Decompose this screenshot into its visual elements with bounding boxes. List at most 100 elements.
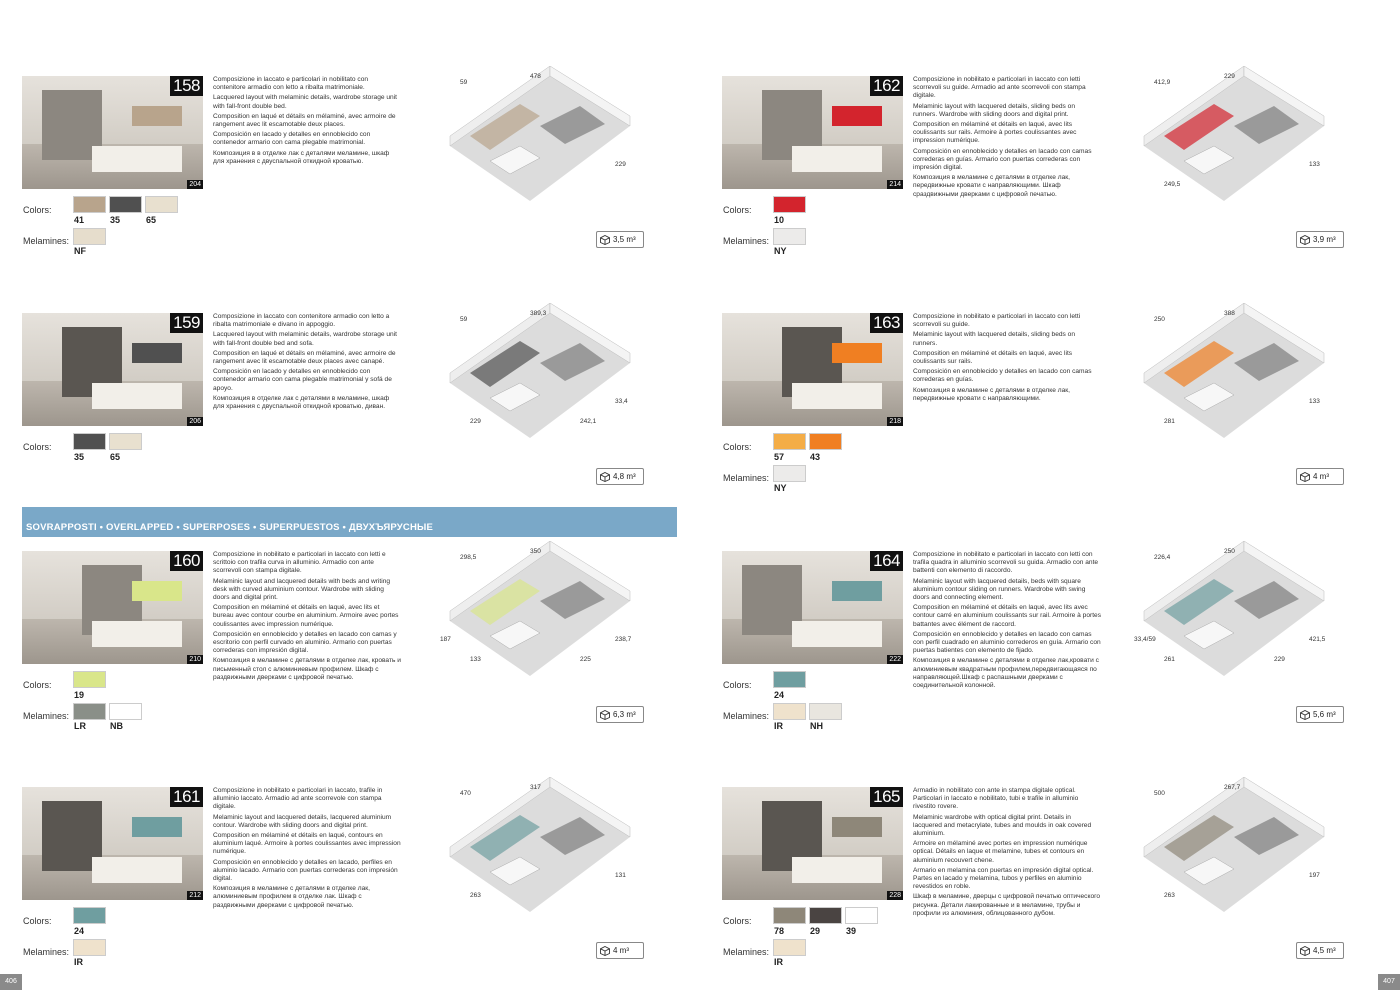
melamine-swatch-IR[interactable] (773, 939, 806, 956)
dimension-label: 470 (460, 790, 471, 797)
description-lang-1: Lacquered layout with melaminic details,… (213, 94, 397, 110)
volume-badge: 5,6 m³ (1296, 706, 1344, 723)
melamine-code: NY (774, 483, 787, 493)
color-swatch-24[interactable] (773, 671, 806, 688)
melamine-swatch-NB[interactable] (109, 703, 142, 720)
description-lang-0: Composizione in nobilitato e particolari… (213, 551, 386, 575)
melamine-swatch-IR[interactable] (73, 939, 106, 956)
melamine-code: IR (774, 957, 783, 967)
description-lang-2: Composition en mélaminé et détails en la… (913, 121, 1077, 145)
description-lang-3: Composición en ennoblecido y detalles en… (213, 858, 398, 883)
color-swatch-65[interactable] (109, 433, 142, 450)
dimension-label: 261 (1164, 656, 1175, 663)
color-swatch-39[interactable] (845, 907, 878, 924)
color-swatch-24[interactable] (73, 907, 106, 924)
product-description: Composizione in laccato con contenitore … (213, 313, 401, 413)
color-swatch-41[interactable] (73, 196, 106, 213)
melamine-code: NH (810, 721, 823, 731)
dimension-label: 298,5 (460, 554, 477, 561)
color-swatch-29[interactable] (809, 907, 842, 924)
dimension-label: 389,3 (530, 310, 547, 317)
color-code: 65 (146, 215, 157, 225)
product-number: 160 (170, 551, 203, 571)
description-lang-2: Composition en mélaminé et détails en la… (913, 349, 1073, 366)
dimension-label: 226,4 (1154, 554, 1171, 561)
colors-label: Colors: (723, 916, 752, 926)
description-lang-1: Lacquered layout with melaminic details,… (213, 331, 397, 347)
description-lang-0: Composizione in nobilitato e particolari… (213, 787, 383, 811)
photo-page-ref: 212 (187, 891, 203, 900)
melamine-code: IR (74, 957, 83, 967)
color-swatch-78[interactable] (773, 907, 806, 924)
product-description: Composizione in nobilitato e particolari… (913, 76, 1101, 201)
dimension-label: 281 (1164, 418, 1175, 425)
description-lang-0: Composizione in laccato e particolari in… (213, 76, 369, 92)
melamines-label: Melamines: (23, 236, 70, 246)
description-lang-4: Композиция в меламине с деталями в отдел… (213, 657, 401, 681)
melamine-swatch-NY[interactable] (773, 465, 806, 482)
photo-accent (132, 581, 182, 601)
melamine-swatch-NH[interactable] (809, 703, 842, 720)
melamines-label: Melamines: (723, 236, 770, 246)
cube-icon (600, 471, 610, 482)
product-description: Composizione in nobilitato e particolari… (213, 551, 401, 684)
color-swatch-65[interactable] (145, 196, 178, 213)
description-lang-4: Композиция в в отделке лак с деталями ме… (213, 149, 390, 165)
product-number: 159 (170, 313, 203, 333)
melamine-swatch-LR[interactable] (73, 703, 106, 720)
color-code: 57 (774, 452, 785, 462)
color-swatch-10[interactable] (773, 196, 806, 213)
volume-value: 3,5 m³ (613, 235, 636, 244)
product-description: Armadio in nobilitato con ante in stampa… (913, 787, 1101, 920)
description-lang-4: Композиция в меламине с деталями в отдел… (913, 174, 1070, 198)
dimension-label: 267,7 (1224, 784, 1241, 791)
color-swatch-43[interactable] (809, 433, 842, 450)
melamines-label: Melamines: (723, 947, 770, 957)
photo-accent (832, 581, 882, 601)
photo-page-ref: 222 (887, 655, 903, 664)
dimension-label: 225 (580, 656, 591, 663)
colors-label: Colors: (23, 205, 52, 215)
color-swatch-35[interactable] (73, 433, 106, 450)
description-lang-4: Композиция в меламине с деталями в отдел… (913, 657, 1099, 690)
melamine-code: IR (774, 721, 783, 731)
color-code: 39 (846, 926, 857, 936)
color-code: 35 (74, 452, 85, 462)
description-lang-3: Composición en ennoblecido y detalles en… (913, 147, 1092, 172)
volume-value: 5,6 m³ (1313, 710, 1336, 719)
dimension-label: 133 (470, 656, 481, 663)
description-lang-4: Композиция в отделке лак с деталями в ме… (213, 394, 390, 411)
melamine-swatch-IR[interactable] (773, 703, 806, 720)
melamines-label: Melamines: (23, 947, 70, 957)
description-lang-2: Composition en laqué et détails en mélam… (213, 112, 396, 129)
description-lang-2: Armoire en mélaminé avec portes en impre… (913, 840, 1088, 864)
description-lang-4: Шкаф в меламине, дверцы с цифровой печат… (913, 893, 1101, 917)
photo-bed (92, 857, 182, 883)
photo-accent (832, 817, 882, 837)
melamine-swatch-NY[interactable] (773, 228, 806, 245)
melamine-code: NF (74, 246, 86, 256)
description-lang-0: Composizione in laccato con contenitore … (213, 313, 390, 329)
description-lang-0: Composizione in nobilitato e particolari… (913, 76, 1086, 100)
color-swatch-57[interactable] (773, 433, 806, 450)
description-lang-4: Композиция в меламине с деталями в отдел… (213, 885, 370, 909)
product-description: Composizione in nobilitato e particolari… (913, 551, 1101, 692)
color-swatch-19[interactable] (73, 671, 106, 688)
volume-value: 3,9 m³ (1313, 235, 1336, 244)
description-lang-3: Composición en ennoblecido y detalles en… (913, 368, 1092, 384)
photo-bed (92, 383, 182, 409)
dimension-label: 350 (530, 548, 541, 555)
color-swatch-35[interactable] (109, 196, 142, 213)
melamine-swatch-NF[interactable] (73, 228, 106, 245)
